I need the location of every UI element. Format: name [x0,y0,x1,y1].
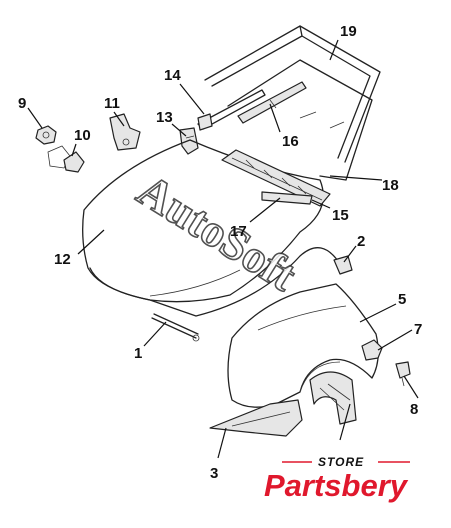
callout-3: 3 [210,465,218,482]
callout-2: 2 [357,233,365,250]
callout-18: 18 [382,177,399,194]
callout-19: 19 [340,23,357,40]
callout-8: 8 [410,401,418,418]
side-indicator [361,339,383,361]
release-cable [89,247,353,317]
callout-12: 12 [54,251,71,268]
brand-store-text: STORE [318,455,364,469]
prop-rod [151,313,200,342]
callout-5: 5 [398,291,406,308]
leader-lines [27,39,419,459]
callout-7: 7 [414,321,422,338]
callout-17: 17 [230,223,247,240]
callout-1: 1 [134,345,142,362]
callouts: 1 2 3 5 7 8 9 10 11 12 13 14 15 16 17 18… [18,23,422,482]
callout-13: 13 [156,109,173,126]
clip-10 [47,145,85,173]
windshield-frame [204,25,381,163]
splash-shield [209,399,303,437]
wiper-blade [237,81,307,124]
callout-16: 16 [282,133,299,150]
hinge-11 [109,113,141,151]
callout-9: 9 [18,95,26,112]
clip-8 [395,361,411,387]
callout-10: 10 [74,127,91,144]
brand-logo: STORE Partsbery [264,455,410,503]
fender [227,283,379,408]
bolt-9 [35,125,57,145]
callout-14: 14 [164,67,181,84]
brand-name-text: Partsbery [264,468,409,503]
wheel-arch-liner [309,371,357,425]
cowl-panel [221,149,331,207]
callout-15: 15 [332,207,349,224]
wiper-arm [197,89,266,131]
callout-11: 11 [104,95,120,112]
